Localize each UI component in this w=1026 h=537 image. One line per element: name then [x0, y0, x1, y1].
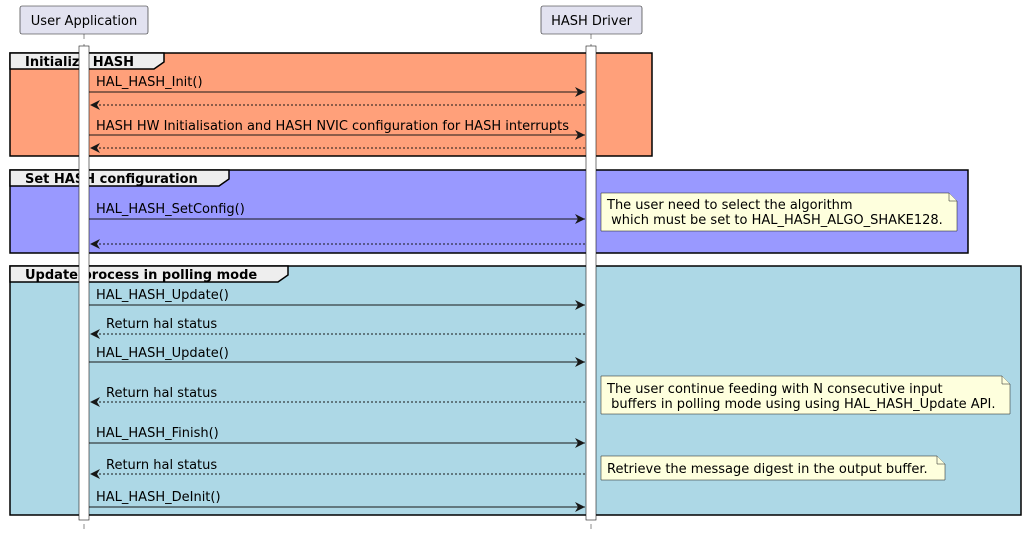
message-call: HAL_HASH_Update() — [89, 288, 585, 310]
message-call: HAL_HASH_Finish() — [89, 426, 585, 448]
note-line: Retrieve the message digest in the outpu… — [607, 462, 928, 477]
message-label: Return hal status — [106, 317, 217, 332]
message-call: HAL_HASH_SetConfig() — [89, 202, 585, 224]
message-label: HAL_HASH_Update() — [96, 346, 229, 361]
activation-driver — [585, 45, 597, 521]
message-call: HASH HW Initialisation and HASH NVIC con… — [89, 119, 585, 140]
group-label: Update process in polling mode — [25, 268, 257, 283]
message-label: Return hal status — [106, 458, 217, 473]
message-label: HAL_HASH_Update() — [96, 288, 229, 303]
message-label: HAL_HASH_Init() — [96, 75, 203, 90]
message-label: HAL_HASH_SetConfig() — [96, 202, 245, 217]
activation-user — [78, 45, 90, 521]
message-call: HAL_HASH_Update() — [89, 346, 585, 367]
participant-hash-driver: HASH Driver — [540, 5, 643, 35]
note: Retrieve the message digest in the outpu… — [600, 455, 946, 481]
message-label: HAL_HASH_Finish() — [96, 426, 219, 441]
note-line: buffers in polling mode using using HAL_… — [607, 397, 996, 412]
note-line: which must be set to HAL_HASH_ALGO_SHAKE… — [607, 213, 943, 228]
message-return: Return hal status — [90, 317, 585, 339]
note-line: The user need to select the algorithm — [606, 198, 853, 213]
message-label: Return hal status — [106, 386, 217, 401]
participant-driver-label: HASH Driver — [551, 14, 632, 29]
participant-user-application: User Application — [19, 5, 149, 35]
group-label: Set HASH configuration — [25, 172, 198, 187]
message-return: Return hal status — [90, 386, 585, 407]
message-label: HASH HW Initialisation and HASH NVIC con… — [96, 119, 569, 134]
group-set-hash-configuration: Set HASH configuration — [9, 169, 969, 254]
message-call: HAL_HASH_DeInit() — [89, 490, 585, 512]
note: The user continue feeding with N consecu… — [600, 375, 1011, 415]
message-call: HAL_HASH_Init() — [89, 75, 585, 97]
note-line: The user continue feeding with N consecu… — [606, 382, 943, 397]
note: The user need to select the algorithm wh… — [600, 192, 958, 232]
message-return: Return hal status — [90, 458, 585, 479]
participant-user-label: User Application — [31, 14, 137, 29]
message-label: HAL_HASH_DeInit() — [96, 490, 221, 505]
